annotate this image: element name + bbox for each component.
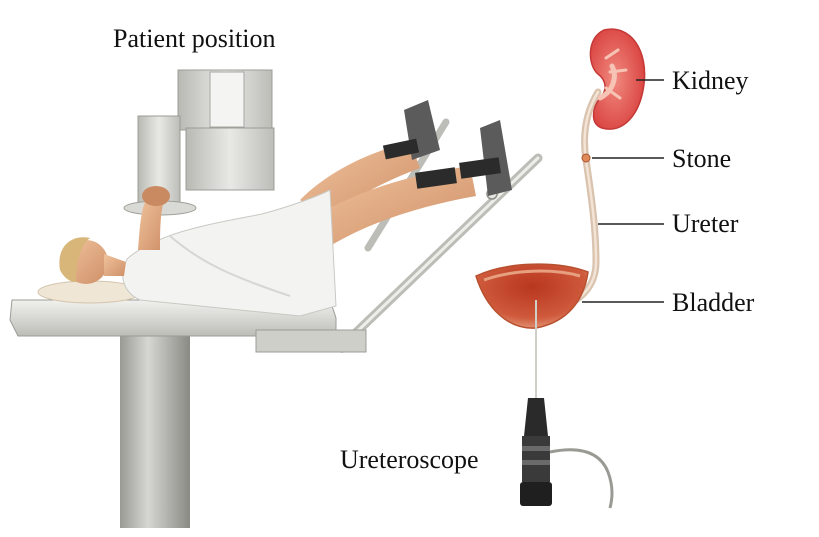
bladder-label: Bladder — [672, 288, 755, 317]
kidney-label: Kidney — [672, 66, 749, 95]
ureter-label: Ureter — [672, 209, 739, 238]
patient — [59, 100, 512, 317]
stone-label: Stone — [672, 144, 732, 173]
table-column — [112, 318, 198, 528]
anatomy — [475, 28, 646, 329]
ureteroscope-device — [520, 300, 614, 509]
leader-lines — [582, 79, 664, 303]
ureteroscope-label: Ureteroscope — [340, 445, 479, 474]
figure-title: Patient position — [113, 24, 276, 53]
x-ray-unit — [123, 69, 275, 216]
